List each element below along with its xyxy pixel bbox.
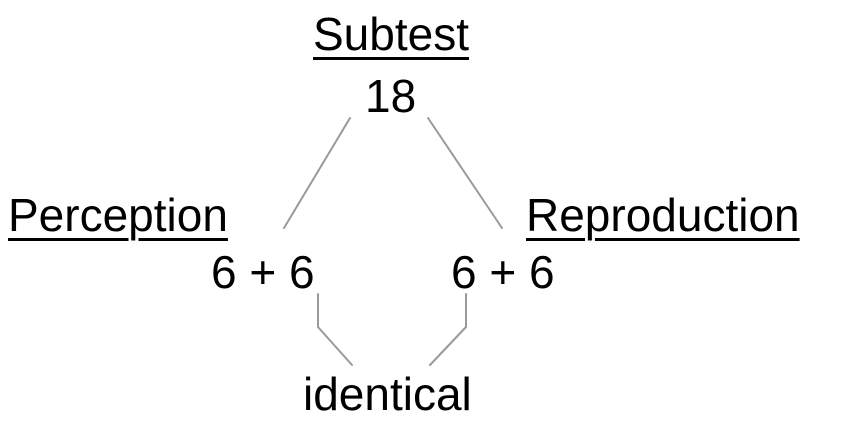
perception-heading: Perception	[8, 189, 228, 241]
subtest-total-value: 18	[365, 70, 417, 122]
connector-root-to-reproduction	[427, 117, 503, 229]
identical-label: identical	[303, 368, 472, 420]
connector-root-to-perception	[283, 117, 351, 229]
reproduction-heading: Reproduction	[526, 189, 800, 241]
connector-perception-to-identical	[317, 326, 353, 366]
perception-value: 6 + 6	[211, 246, 315, 298]
subtest-heading: Subtest	[313, 8, 469, 60]
connector-reproduction-to-identical	[429, 326, 467, 366]
reproduction-value: 6 + 6	[451, 246, 555, 298]
